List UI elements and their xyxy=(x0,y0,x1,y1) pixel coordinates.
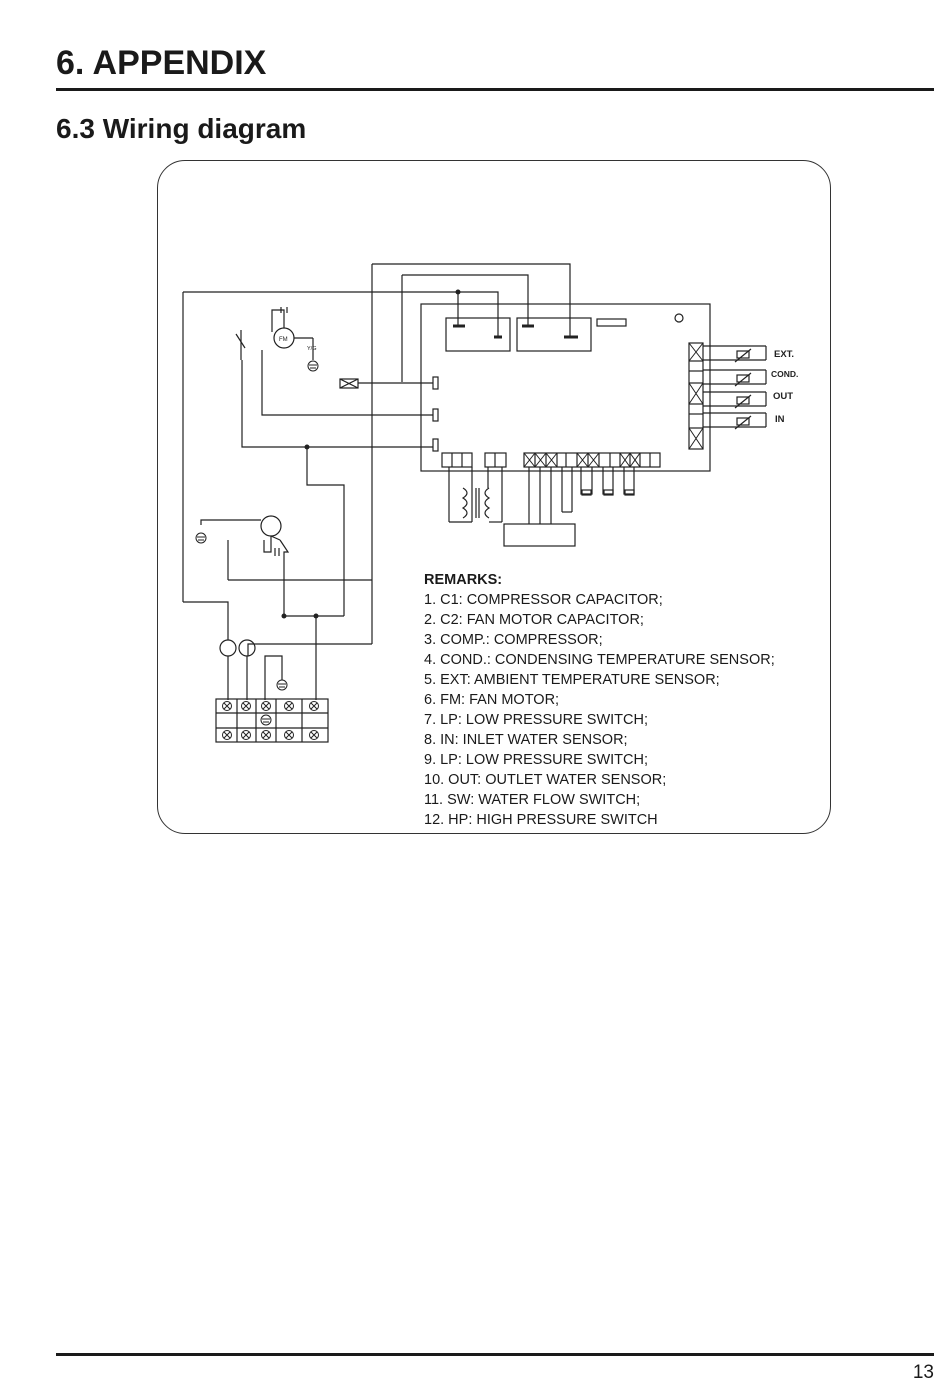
remark-item: 9. LP: LOW PRESSURE SWITCH; xyxy=(424,752,648,768)
footer-rule xyxy=(56,1353,934,1356)
remark-item: 3. COMP.: COMPRESSOR; xyxy=(424,632,603,648)
control-board xyxy=(420,303,711,472)
sensor-label-out: OUT xyxy=(773,391,793,402)
ground-icon xyxy=(307,360,319,372)
remark-item: 10. OUT: OUTLET WATER SENSOR; xyxy=(424,772,667,788)
remarks-block: REMARKS: 1. C1: COMPRESSOR CAPACITOR; 2.… xyxy=(424,570,824,830)
remarks-heading: REMARKS: xyxy=(424,572,503,588)
display-module xyxy=(503,523,576,547)
ground-icon xyxy=(276,679,288,691)
remark-item: 8. IN: INLET WATER SENSOR; xyxy=(424,732,628,748)
subsection-title: 6.3 Wiring diagram xyxy=(56,113,307,144)
ground-label: Y/G xyxy=(307,346,316,352)
sensor-label-in: IN xyxy=(775,414,785,425)
section-title: 6. APPENDIX xyxy=(56,44,267,82)
header-rule xyxy=(56,88,934,91)
sensor-label-ext: EXT. xyxy=(774,349,794,360)
relay-2 xyxy=(516,317,592,352)
relay-1 xyxy=(445,317,511,352)
terminal-block xyxy=(215,698,329,743)
board-hole xyxy=(674,313,684,323)
remark-item: 2. C2: FAN MOTOR CAPACITOR; xyxy=(424,612,644,628)
remark-item: 5. EXT: AMBIENT TEMPERATURE SENSOR; xyxy=(424,672,720,688)
compressor xyxy=(260,515,282,537)
sensor-label-cond: COND. xyxy=(771,369,798,379)
fuse xyxy=(596,318,627,327)
remark-item: 6. FM: FAN MOTOR; xyxy=(424,692,560,708)
pressure-switch-2 xyxy=(238,639,256,657)
remark-item: 7. LP: LOW PRESSURE SWITCH; xyxy=(424,712,648,728)
remark-item: 11. SW: WATER FLOW SWITCH; xyxy=(424,792,641,808)
remarks-list: 1. C1: COMPRESSOR CAPACITOR; 2. C2: FAN … xyxy=(424,590,824,830)
diagram-frame xyxy=(157,160,831,834)
ground-icon xyxy=(260,714,272,726)
pressure-switch-1 xyxy=(219,639,237,657)
remark-item: 12. HP: HIGH PRESSURE SWITCH xyxy=(424,812,658,828)
fan-motor-label: FM xyxy=(279,337,288,343)
remark-item: 1. C1: COMPRESSOR CAPACITOR; xyxy=(424,592,663,608)
page-number: 13 xyxy=(912,1362,934,1383)
ground-icon xyxy=(195,532,207,544)
remark-item: 4. COND.: CONDENSING TEMPERATURE SENSOR; xyxy=(424,652,775,668)
